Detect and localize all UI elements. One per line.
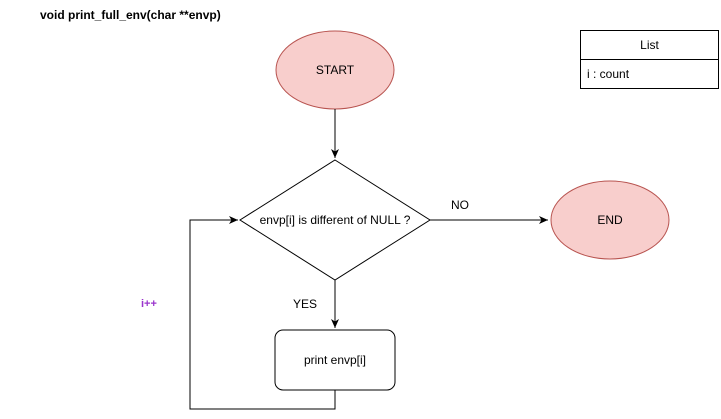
start-node-label: START — [316, 63, 355, 77]
legend-title: List — [581, 31, 718, 60]
end-node-label: END — [597, 213, 623, 227]
edge-loop-back — [189, 216, 336, 410]
end-node — [550, 180, 670, 260]
edge-yes-label: YES — [293, 297, 317, 311]
edge-no-label: NO — [451, 198, 469, 212]
process-node-label: print envp[i] — [304, 353, 366, 367]
condition-node-label: envp[i] is different of NULL ? — [260, 213, 411, 227]
legend-box: List i : count — [580, 30, 719, 89]
loop-increment-label: i++ — [141, 298, 157, 310]
function-signature-title: void print_full_env(char **envp) — [40, 8, 221, 22]
legend-row: i : count — [587, 67, 630, 81]
